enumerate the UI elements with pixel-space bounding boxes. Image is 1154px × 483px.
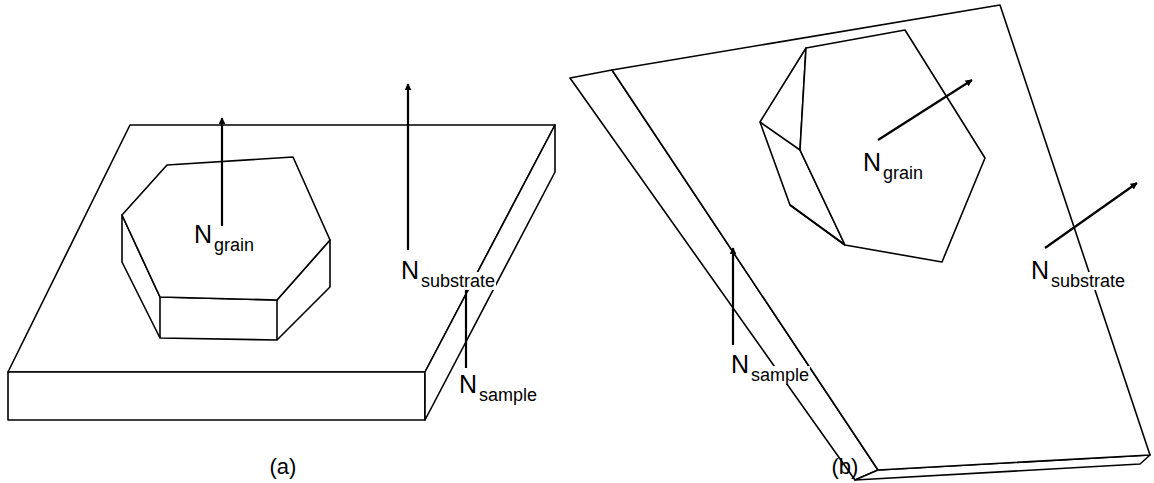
- normal-arrow: [221, 118, 223, 226]
- panel-label: (b): [831, 456, 860, 478]
- normal-arrow: [878, 80, 972, 140]
- grain-edge: [276, 300, 278, 340]
- vector-symbol: N: [193, 222, 213, 247]
- substrate-top: [8, 125, 555, 372]
- substrate-top: [612, 5, 1150, 470]
- vector-subscript: grain: [213, 236, 255, 254]
- vector-subscript: grain: [882, 164, 924, 182]
- normal-arrow: [732, 248, 734, 345]
- vector-symbol: N: [400, 258, 420, 283]
- substrate-front: [8, 372, 425, 420]
- grain-edge: [760, 122, 800, 150]
- grain-top: [800, 30, 985, 262]
- normal-arrow: [465, 284, 467, 368]
- vector-subscript: sample: [750, 366, 810, 384]
- vector-subscript: sample: [478, 386, 538, 404]
- panel-label: (a): [269, 456, 298, 478]
- grain-edge: [159, 297, 161, 338]
- normal-arrow: [1045, 183, 1137, 248]
- vector-symbol: N: [458, 372, 478, 397]
- normal-arrow: [407, 84, 409, 250]
- vector-symbol: N: [862, 150, 882, 175]
- vector-subscript: substrate: [420, 272, 496, 290]
- grain-top: [122, 157, 330, 300]
- vector-subscript: substrate: [1050, 272, 1126, 290]
- vector-symbol: N: [1030, 258, 1050, 283]
- vector-symbol: N: [730, 352, 750, 377]
